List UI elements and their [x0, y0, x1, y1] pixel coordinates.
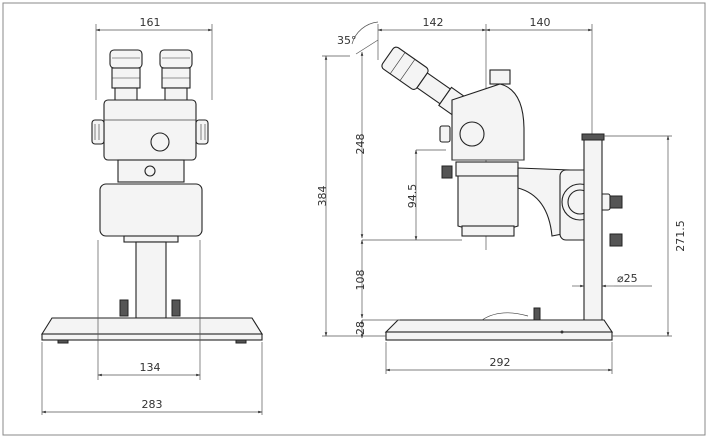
dim-134-label: 134: [140, 361, 161, 374]
front-eyepieces: [109, 49, 193, 103]
dim-292-label: 292: [490, 356, 511, 369]
dim-108-label: 108: [354, 270, 367, 291]
dim-diameter-label: ⌀25: [617, 272, 638, 285]
dim-283-label: 283: [142, 398, 163, 411]
dim-side-right: 271.5 ⌀25: [572, 135, 687, 337]
dim-side-left: 384 248 108 28 94.5: [316, 51, 462, 339]
side-view: 142 140 35°: [316, 16, 687, 374]
front-view: 161: [41, 16, 263, 415]
front-body: [99, 159, 203, 243]
outer-border: [2, 2, 706, 436]
dim-angle: 35°: [337, 21, 379, 55]
side-pillar: [581, 133, 605, 323]
dim-front-base: 283: [41, 342, 263, 415]
dim-248-label: 248: [354, 134, 367, 155]
front-stand: [41, 241, 263, 344]
dim-142-label: 142: [423, 16, 444, 29]
dim-front-base-inner: 134: [97, 240, 201, 380]
side-body: [441, 165, 519, 237]
dim-94-5-label: 94.5: [406, 184, 419, 209]
side-arm: [517, 167, 623, 247]
dim-271-5-label: 271.5: [674, 220, 687, 252]
dim-384-label: 384: [316, 186, 329, 207]
dim-side-base: 292: [385, 342, 613, 374]
dim-28-label: 28: [354, 321, 367, 335]
dim-140-label: 140: [530, 16, 551, 29]
dim-front-top: 161: [95, 16, 213, 100]
front-head: [91, 99, 209, 161]
dim-35-label: 35°: [337, 34, 357, 47]
side-head: [439, 69, 525, 177]
dim-161-label: 161: [140, 16, 161, 29]
side-base: [384, 307, 614, 341]
